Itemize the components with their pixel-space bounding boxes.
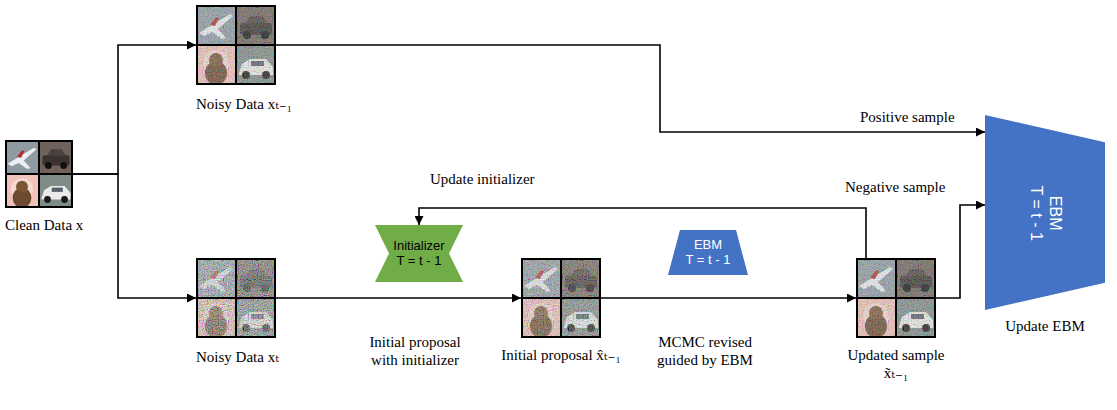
- airplane: [8, 148, 37, 169]
- grid-line: [5, 173, 73, 175]
- grid-line: [521, 297, 601, 299]
- grid-border: [197, 6, 275, 84]
- grid-border: [857, 259, 935, 337]
- sample-images: [5, 140, 73, 208]
- image-grid: Clean Data x: [5, 140, 83, 234]
- sample-images: [196, 5, 276, 85]
- image-frame: [196, 258, 276, 338]
- block-label: EBM: [686, 238, 731, 253]
- car: [42, 149, 69, 169]
- wheel: [44, 196, 51, 203]
- edge-label: Update initializer: [430, 170, 590, 188]
- block-label: T = t - 1: [393, 254, 444, 269]
- ebm-block: EBMT = t - 1: [668, 230, 748, 275]
- arrow-connector: [276, 297, 521, 299]
- block-label: T = t - 1: [1026, 185, 1045, 240]
- image-frame: [856, 258, 936, 338]
- noise: [196, 258, 276, 338]
- image-frame: [521, 258, 601, 338]
- image-content: [5, 140, 73, 208]
- image-content: [856, 258, 936, 338]
- block-label: T = t - 1: [686, 253, 731, 268]
- grid-line: [196, 44, 276, 46]
- beaver-head: [16, 181, 28, 193]
- noise: [521, 258, 601, 338]
- arrow-connector: [73, 174, 196, 298]
- edge-label: Initial proposal with initializer: [355, 333, 475, 369]
- image-frame: [196, 5, 276, 85]
- sample-images: [521, 258, 601, 338]
- image-frame: [5, 140, 73, 208]
- arrow-connector: [73, 45, 196, 174]
- block-label: Initializer: [393, 239, 444, 254]
- edge-label: Positive sample: [860, 108, 975, 126]
- shape-outline: [985, 115, 1105, 310]
- grid-border: [6, 141, 72, 207]
- image-caption: Updated sample x̃ₜ₋₁: [836, 346, 956, 382]
- arrow-connector: [936, 205, 985, 298]
- noise: [196, 5, 276, 85]
- car: [42, 186, 71, 203]
- image-patch: [39, 174, 73, 208]
- image-caption: Noisy Data xₜ₋₁: [196, 95, 292, 113]
- beaver: [11, 178, 33, 208]
- wheel: [45, 162, 52, 169]
- image-caption: Initial proposal x̂ₜ₋₁: [501, 346, 621, 364]
- grid-border: [197, 259, 275, 337]
- image-patch: [5, 174, 39, 208]
- airplane-body: [8, 148, 37, 169]
- image-content: [196, 5, 276, 85]
- sample-images: [196, 258, 276, 338]
- initializer-block: InitializerT = t - 1: [375, 225, 463, 282]
- image-grid: Initial proposal x̂ₜ₋₁: [501, 258, 621, 364]
- wheel: [61, 196, 68, 203]
- block-caption: Update EBM: [985, 318, 1105, 335]
- grid-border: [522, 259, 600, 337]
- shape-fill: [668, 230, 748, 275]
- arrow-connector: [601, 297, 856, 299]
- image-content: [521, 258, 601, 338]
- image-patch: [39, 140, 73, 174]
- edge-label: Negative sample: [845, 178, 957, 196]
- ebm-block: EBMT = t - 1 Update EBM: [985, 115, 1105, 335]
- image-grid: Noisy Data xₜ: [196, 258, 279, 366]
- ebm-block-shape: EBMT = t - 1: [668, 230, 748, 275]
- image-content: [196, 258, 276, 338]
- airplane-wing: [17, 150, 25, 158]
- wheel: [60, 162, 67, 169]
- image-grid: Noisy Data xₜ₋₁: [196, 5, 292, 113]
- image-patch: [5, 140, 39, 174]
- image-grid: Updated sample x̃ₜ₋₁: [836, 258, 956, 382]
- initializer-block-shape: InitializerT = t - 1: [375, 225, 463, 282]
- image-caption: Noisy Data xₜ: [196, 348, 279, 366]
- grid-line: [856, 297, 936, 299]
- block-label: EBM: [1045, 185, 1064, 240]
- shape-fill: [985, 115, 1105, 310]
- grid-line: [196, 297, 276, 299]
- ebm-block-shape: EBMT = t - 1: [985, 115, 1105, 310]
- arrow-connector: [276, 45, 985, 132]
- arrow-connector: [419, 208, 866, 258]
- noise: [856, 258, 936, 338]
- sample-images: [856, 258, 936, 338]
- image-caption: Clean Data x: [5, 216, 83, 234]
- edge-label: MCMC revised guided by EBM: [645, 333, 765, 369]
- car-roof: [48, 149, 66, 155]
- shape-fill: [375, 225, 463, 282]
- car-window: [52, 188, 63, 192]
